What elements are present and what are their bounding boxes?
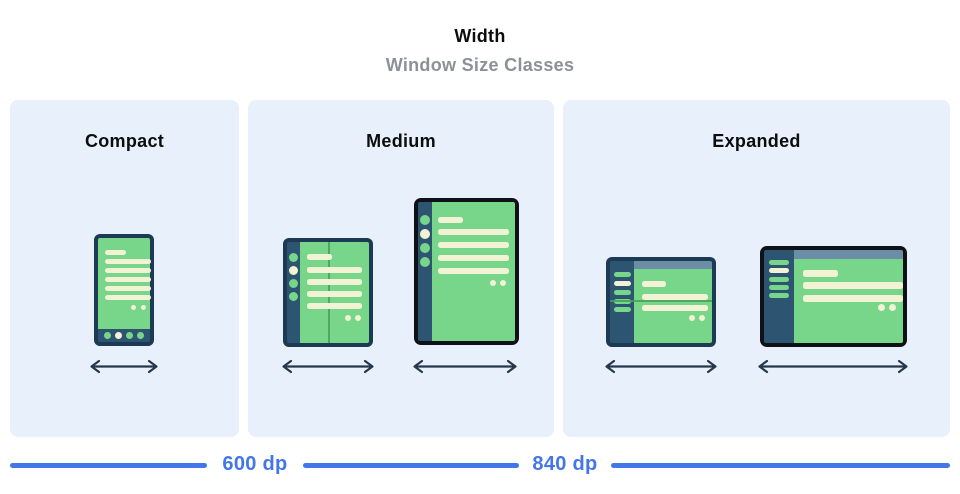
phone-nav-bar <box>98 329 150 342</box>
sidebar <box>610 261 634 343</box>
action-dot <box>699 315 705 321</box>
nav-icon <box>115 332 122 339</box>
menu-line <box>614 290 631 295</box>
text-line <box>105 259 151 264</box>
tablet-portrait-illustration <box>414 198 519 345</box>
tablet-screen <box>432 202 515 341</box>
text-line <box>438 268 509 274</box>
text-line <box>642 281 666 287</box>
menu-line <box>769 268 789 273</box>
width-arrow-tablet-landscape <box>758 359 908 374</box>
content-pane <box>634 269 712 343</box>
panel-medium-label: Medium <box>366 131 436 151</box>
menu-line <box>769 260 789 265</box>
text-line <box>307 254 332 260</box>
text-line <box>438 217 463 223</box>
nav-icon <box>289 253 298 262</box>
menu-line <box>614 281 631 286</box>
phone-screen <box>98 238 151 329</box>
sidebar <box>764 250 794 343</box>
action-dot <box>345 315 351 321</box>
width-arrow-foldable-landscape <box>605 359 717 374</box>
menu-line <box>614 272 631 277</box>
nav-icon <box>137 332 144 339</box>
action-dot <box>500 280 506 286</box>
menu-line <box>769 285 789 290</box>
foldable-screen <box>300 242 369 343</box>
content-pane <box>794 259 903 343</box>
action-dot <box>878 304 885 311</box>
phone-portrait-illustration <box>94 234 154 346</box>
action-dot <box>689 315 695 321</box>
text-line <box>438 229 509 235</box>
text-line <box>438 242 509 248</box>
nav-icon <box>420 243 430 253</box>
text-line <box>803 295 903 302</box>
panel-expanded: Expanded <box>563 100 950 437</box>
nav-icon <box>289 279 298 288</box>
ruler-segment <box>10 463 207 468</box>
text-line <box>307 267 362 273</box>
text-line <box>642 305 708 311</box>
nav-icon <box>420 229 430 239</box>
action-dot <box>131 305 136 310</box>
nav-icon <box>126 332 133 339</box>
ruler-segment <box>611 463 950 468</box>
app-bar <box>794 250 903 259</box>
text-line <box>105 250 126 255</box>
text-line <box>105 277 151 282</box>
text-line <box>307 303 362 309</box>
app-bar <box>634 261 712 269</box>
text-line <box>105 286 151 291</box>
width-arrow-compact <box>90 359 158 374</box>
text-line <box>438 255 509 261</box>
text-line <box>307 279 362 285</box>
fold-crease <box>610 300 712 302</box>
text-line <box>803 270 838 277</box>
text-line <box>307 291 362 297</box>
nav-rail <box>418 202 432 341</box>
menu-line <box>769 277 789 282</box>
text-line <box>803 282 903 289</box>
action-dot <box>355 315 361 321</box>
menu-line <box>614 307 631 312</box>
text-line <box>105 268 151 273</box>
panel-medium: Medium <box>248 100 554 437</box>
diagram-title: Width <box>454 26 506 46</box>
diagram-subtitle: Window Size Classes <box>385 55 575 75</box>
width-arrow-foldable <box>282 359 374 374</box>
nav-icon <box>289 266 298 275</box>
nav-rail <box>287 242 300 343</box>
nav-icon <box>104 332 111 339</box>
panel-compact-label: Compact <box>84 131 165 151</box>
nav-icon <box>420 257 430 267</box>
menu-line <box>769 293 789 298</box>
foldable-open-portrait-illustration <box>283 238 373 347</box>
breakpoint-840dp: 840 dp <box>532 453 598 475</box>
tablet-landscape-illustration <box>760 246 907 347</box>
ruler-segment <box>303 463 519 468</box>
nav-icon <box>420 215 430 225</box>
action-dot <box>889 304 896 311</box>
nav-icon <box>289 292 298 301</box>
panel-expanded-label: Expanded <box>712 131 801 151</box>
text-line <box>105 295 151 300</box>
action-dot <box>490 280 496 286</box>
text-line <box>642 294 708 300</box>
panel-compact: Compact <box>10 100 239 437</box>
action-dot <box>141 305 146 310</box>
width-arrow-tablet <box>413 359 517 374</box>
breakpoint-600dp: 600 dp <box>222 453 288 475</box>
foldable-open-landscape-illustration <box>606 257 716 347</box>
